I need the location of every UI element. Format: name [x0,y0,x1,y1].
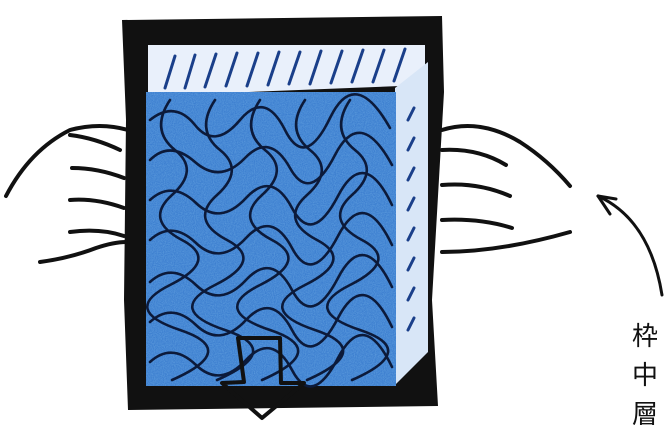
vertical-caption: 枠 中 層 [632,318,665,425]
caption-char-3: 層 [632,396,665,425]
pointer-arrow-icon [598,196,662,295]
caption-char-2: 中 [632,357,665,396]
right-hand-icon [442,126,570,252]
caption-char-1: 枠 [632,318,665,357]
left-hand-icon [6,126,128,262]
